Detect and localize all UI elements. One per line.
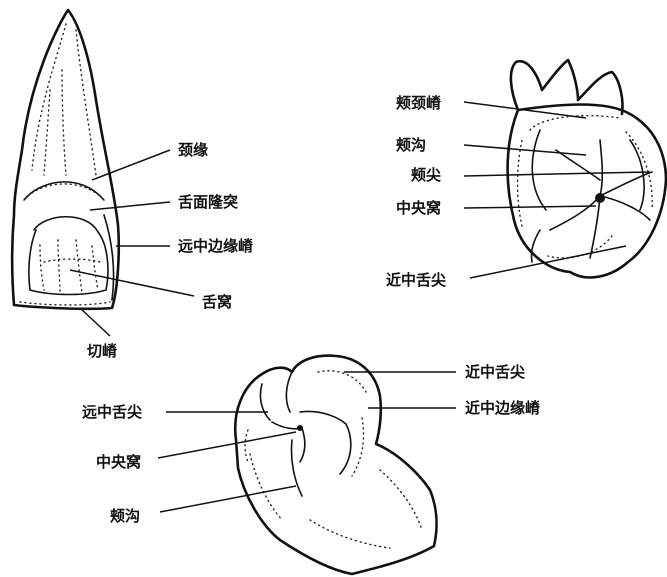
leader-lingual-fossa <box>70 270 194 296</box>
cervical-line-dots <box>28 184 100 196</box>
label-mesiolingual-cusp: 近中舌尖 <box>386 271 446 289</box>
label-central-fossa: 中央窝 <box>396 199 441 217</box>
label-c-central-fossa: 中央窝 <box>96 453 141 471</box>
premolar-cusp-contour <box>260 372 350 496</box>
molar-groove-lines <box>531 140 652 262</box>
incisor-root-dots <box>32 24 96 175</box>
incisor-outline <box>12 10 119 309</box>
leader-buccal-cusp <box>464 172 650 176</box>
leader-mesiolingual-cusp <box>470 246 626 278</box>
leader-incisal-ridge <box>80 308 110 336</box>
label-c-distolingual-cusp: 远中舌尖 <box>82 403 142 421</box>
leader-c-central-fossa <box>158 432 296 458</box>
premolar-surface-dots <box>245 371 422 548</box>
label-buccal-groove: 颊沟 <box>396 136 426 154</box>
label-cingulum: 舌面隆突 <box>178 193 238 211</box>
molar-central-fossa-pit <box>595 193 605 203</box>
premolar-outline <box>235 356 436 574</box>
incisal-ridge-line <box>20 302 110 305</box>
distal-marginal-ridge-line <box>104 215 114 300</box>
cingulum-contour <box>34 217 98 232</box>
leader-buccal-groove <box>464 145 586 155</box>
leader-central-fossa <box>464 206 596 208</box>
label-c-buccal-groove: 颊沟 <box>110 507 140 525</box>
label-cervical-line: 颈缘 <box>177 141 208 159</box>
label-distal-marginal-ridge: 远中边缘嵴 <box>178 237 254 255</box>
label-buccal-cervical-ridge: 颊颈嵴 <box>396 94 442 112</box>
leader-cingulum <box>90 202 170 210</box>
leader-cervical-line <box>92 150 170 180</box>
label-c-mesial-marginal-ridge: 近中边缘嵴 <box>465 399 541 417</box>
leader-c-buccal-groove <box>160 486 296 512</box>
label-buccal-cusp: 颊尖 <box>411 166 441 184</box>
premolar-oblique-view: 近中舌尖 远中舌尖 近中边缘嵴 中央窝 颊沟 <box>82 356 541 574</box>
premolar-central-fossa-pit <box>297 425 303 431</box>
label-c-mesiolingual-cusp: 近中舌尖 <box>465 363 525 381</box>
lingual-fossa-dots <box>40 240 100 292</box>
molar-cusp-contours <box>532 130 644 210</box>
label-lingual-fossa: 舌窝 <box>202 293 232 311</box>
molar-occlusal-view: 颊颈嵴 颊沟 颊尖 中央窝 近中舌尖 <box>386 60 666 289</box>
lingual-fossa-outline <box>29 230 108 295</box>
label-incisal-ridge: 切嵴 <box>87 342 118 360</box>
incisor-lingual-view: 颈缘 舌面隆突 远中边缘嵴 舌窝 切嵴 <box>12 10 254 360</box>
